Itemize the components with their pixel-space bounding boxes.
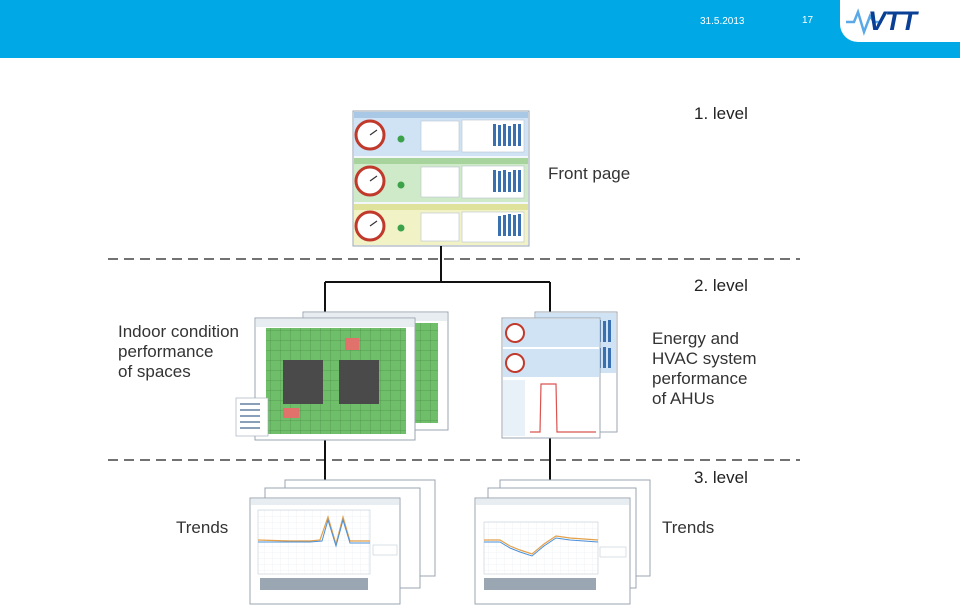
front-page-label: Front page	[548, 164, 631, 183]
floorplan-screenshot	[235, 311, 449, 441]
indoor-label-line: of spaces	[118, 362, 191, 381]
level-3-label: 3. level	[694, 468, 748, 487]
connector-level2-level3	[324, 438, 551, 484]
slide-date: 31.5.2013	[700, 16, 745, 27]
energy-hvac-label: Energy and HVAC system performance of AH…	[652, 329, 757, 409]
indoor-condition-label: Indoor condition performance of spaces	[118, 322, 239, 382]
connector-level1-level2	[324, 246, 551, 318]
vtt-logo-text: VTT	[868, 6, 917, 36]
trend-chart-right	[474, 479, 651, 605]
trend-chart-left	[249, 479, 436, 605]
indoor-label-line: Indoor condition	[118, 322, 239, 341]
front-page-screenshot	[352, 110, 530, 247]
trends-left-label: Trends	[176, 518, 229, 537]
level-1-label: 1. level	[694, 104, 748, 123]
slide-page-number: 17	[802, 15, 814, 26]
energy-label-line: performance	[652, 369, 748, 388]
ahu-dashboard-screenshot	[501, 311, 618, 439]
vtt-logo: VTT	[840, 0, 960, 42]
energy-label-line: HVAC system	[652, 349, 757, 368]
vtt-logo-mark-icon	[846, 8, 882, 36]
slide-header: 31.5.2013 17 VTT	[0, 0, 960, 58]
level-2-label: 2. level	[694, 276, 748, 295]
energy-label-line: Energy and	[652, 329, 739, 348]
trends-right-label: Trends	[662, 518, 715, 537]
indoor-label-line: performance	[118, 342, 214, 361]
energy-label-line: of AHUs	[652, 389, 715, 408]
